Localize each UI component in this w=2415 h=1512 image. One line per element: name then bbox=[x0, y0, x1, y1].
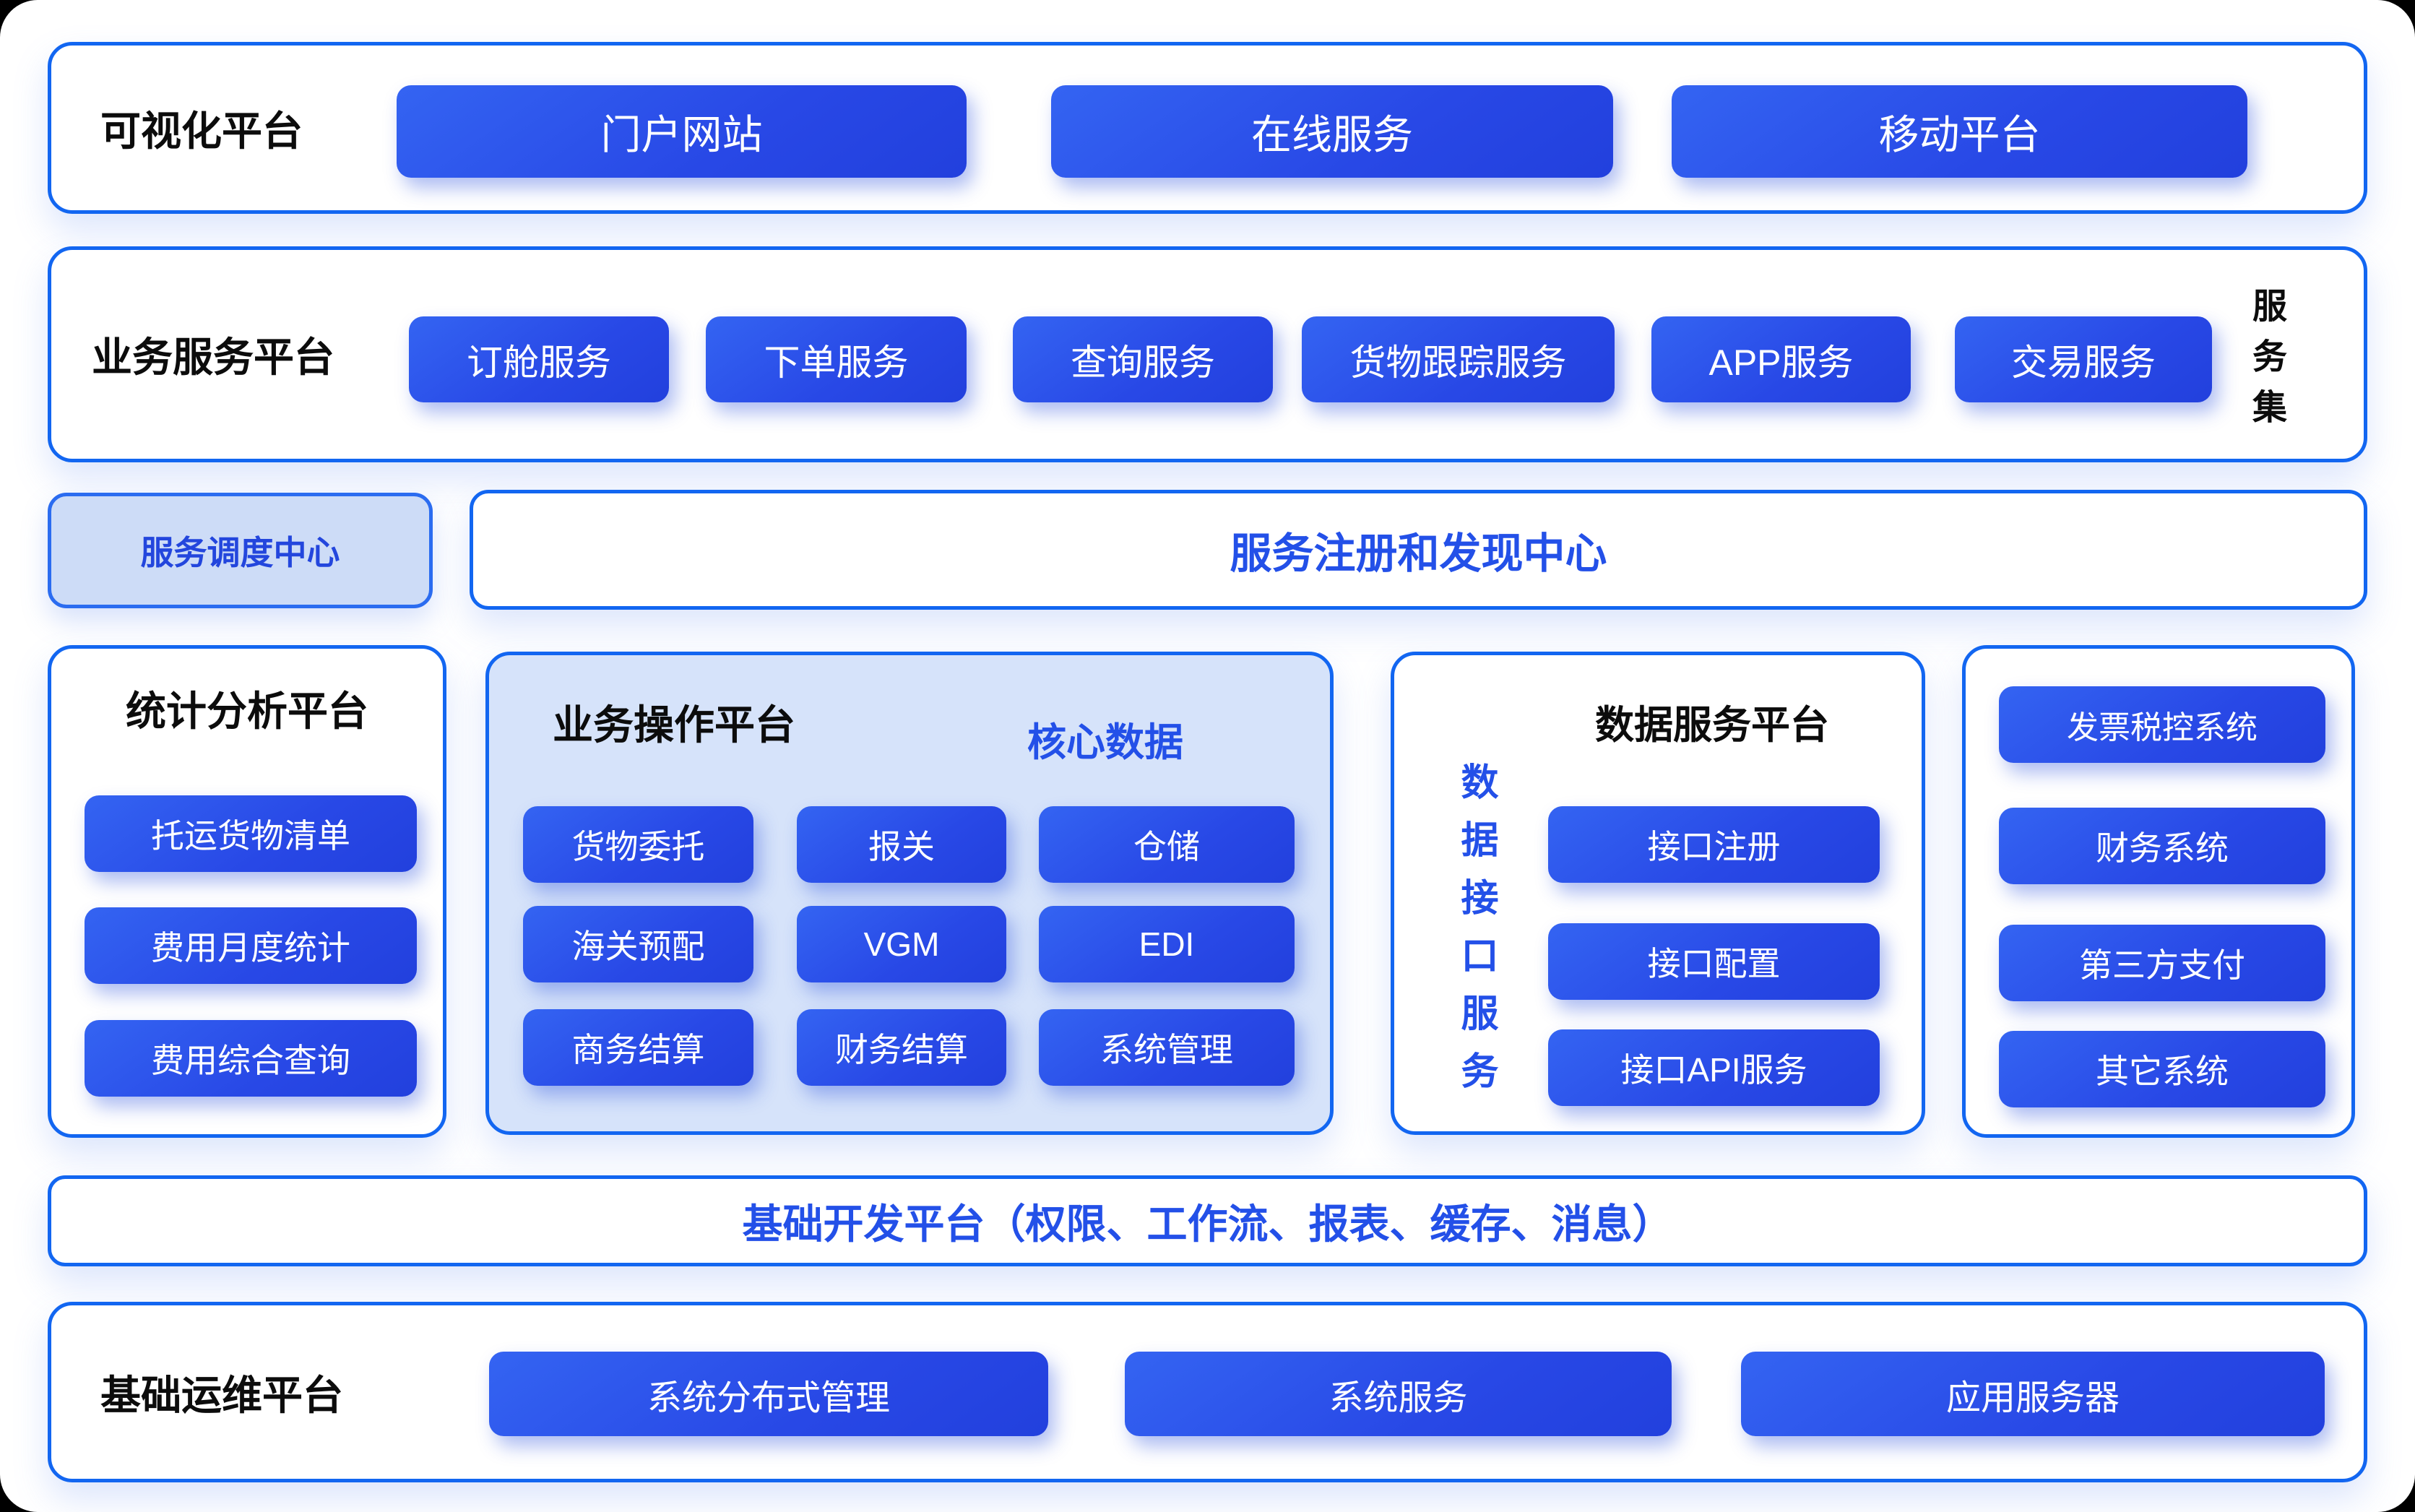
mobile-platform-button[interactable]: 移动平台 bbox=[1672, 85, 2247, 178]
business-service-platform-title: 业务服务平台 bbox=[92, 334, 334, 380]
cargo-consignment-button[interactable]: 货物委托 bbox=[523, 806, 753, 883]
cargo-tracking-service-button[interactable]: 货物跟踪服务 bbox=[1302, 316, 1615, 402]
monthly-fee-statistics-button[interactable]: 费用月度统计 bbox=[85, 907, 417, 984]
commercial-settlement-button[interactable]: 商务结算 bbox=[523, 1009, 753, 1086]
basic-operations-platform-title: 基础运维平台 bbox=[100, 1372, 343, 1418]
service-registry-discovery-center: 服务注册和发现中心 bbox=[470, 490, 2367, 610]
third-party-payment-button[interactable]: 第三方支付 bbox=[1999, 925, 2325, 1001]
booking-service-button[interactable]: 订舱服务 bbox=[409, 316, 669, 402]
interface-registration-button[interactable]: 接口注册 bbox=[1548, 806, 1880, 883]
business-operation-platform-section: 业务操作平台 核心数据 货物委托 报关 仓储 海关预配 VGM EDI 商务结算… bbox=[485, 652, 1334, 1135]
data-service-platform-section: 数据服务平台 数据接口服务 接口注册 接口配置 接口API服务 bbox=[1391, 652, 1925, 1135]
other-systems-button[interactable]: 其它系统 bbox=[1999, 1031, 2325, 1107]
data-interface-service-vertical-label: 数据接口服务 bbox=[1455, 762, 1497, 1109]
interface-api-service-button[interactable]: 接口API服务 bbox=[1548, 1029, 1880, 1106]
edi-button[interactable]: EDI bbox=[1039, 906, 1295, 982]
business-operation-platform-title: 业务操作平台 bbox=[553, 702, 795, 748]
basic-operations-platform-section: 基础运维平台 系统分布式管理 系统服务 应用服务器 bbox=[48, 1302, 2367, 1482]
visualization-platform-section: 可视化平台 门户网站 在线服务 移动平台 bbox=[48, 42, 2367, 214]
distributed-system-management-button[interactable]: 系统分布式管理 bbox=[489, 1352, 1048, 1436]
basic-development-platform-banner: 基础开发平台（权限、工作流、报表、缓存、消息） bbox=[48, 1175, 2367, 1266]
portal-website-button[interactable]: 门户网站 bbox=[397, 85, 967, 178]
external-systems-section: 发票税控系统 财务系统 第三方支付 其它系统 bbox=[1962, 645, 2355, 1138]
data-service-platform-title: 数据服务平台 bbox=[1595, 704, 1829, 747]
application-server-button[interactable]: 应用服务器 bbox=[1741, 1352, 2325, 1436]
core-data-label: 核心数据 bbox=[1027, 721, 1183, 764]
online-service-button[interactable]: 在线服务 bbox=[1051, 85, 1613, 178]
financial-settlement-button[interactable]: 财务结算 bbox=[797, 1009, 1006, 1086]
system-management-button[interactable]: 系统管理 bbox=[1039, 1009, 1295, 1086]
consigned-cargo-list-button[interactable]: 托运货物清单 bbox=[85, 795, 417, 872]
statistics-analysis-platform-title: 统计分析平台 bbox=[126, 688, 368, 734]
service-set-vertical-label: 服务集 bbox=[2247, 288, 2285, 439]
warehouse-button[interactable]: 仓储 bbox=[1039, 806, 1295, 883]
customs-preallocation-button[interactable]: 海关预配 bbox=[523, 906, 753, 982]
trade-service-button[interactable]: 交易服务 bbox=[1955, 316, 2212, 402]
statistics-analysis-platform-section: 统计分析平台 托运货物清单 费用月度统计 费用综合查询 bbox=[48, 645, 446, 1138]
system-service-button[interactable]: 系统服务 bbox=[1125, 1352, 1672, 1436]
comprehensive-fee-query-button[interactable]: 费用综合查询 bbox=[85, 1020, 417, 1097]
app-service-button[interactable]: APP服务 bbox=[1651, 316, 1911, 402]
vgm-button[interactable]: VGM bbox=[797, 906, 1006, 982]
service-scheduling-center[interactable]: 服务调度中心 bbox=[48, 493, 433, 608]
query-service-button[interactable]: 查询服务 bbox=[1013, 316, 1273, 402]
invoice-tax-control-system-button[interactable]: 发票税控系统 bbox=[1999, 686, 2325, 763]
finance-system-button[interactable]: 财务系统 bbox=[1999, 808, 2325, 884]
visualization-platform-title: 可视化平台 bbox=[100, 108, 303, 154]
interface-configuration-button[interactable]: 接口配置 bbox=[1548, 923, 1880, 1000]
business-service-platform-section: 业务服务平台 订舱服务 下单服务 查询服务 货物跟踪服务 APP服务 交易服务 … bbox=[48, 246, 2367, 462]
order-service-button[interactable]: 下单服务 bbox=[706, 316, 967, 402]
customs-declaration-button[interactable]: 报关 bbox=[797, 806, 1006, 883]
